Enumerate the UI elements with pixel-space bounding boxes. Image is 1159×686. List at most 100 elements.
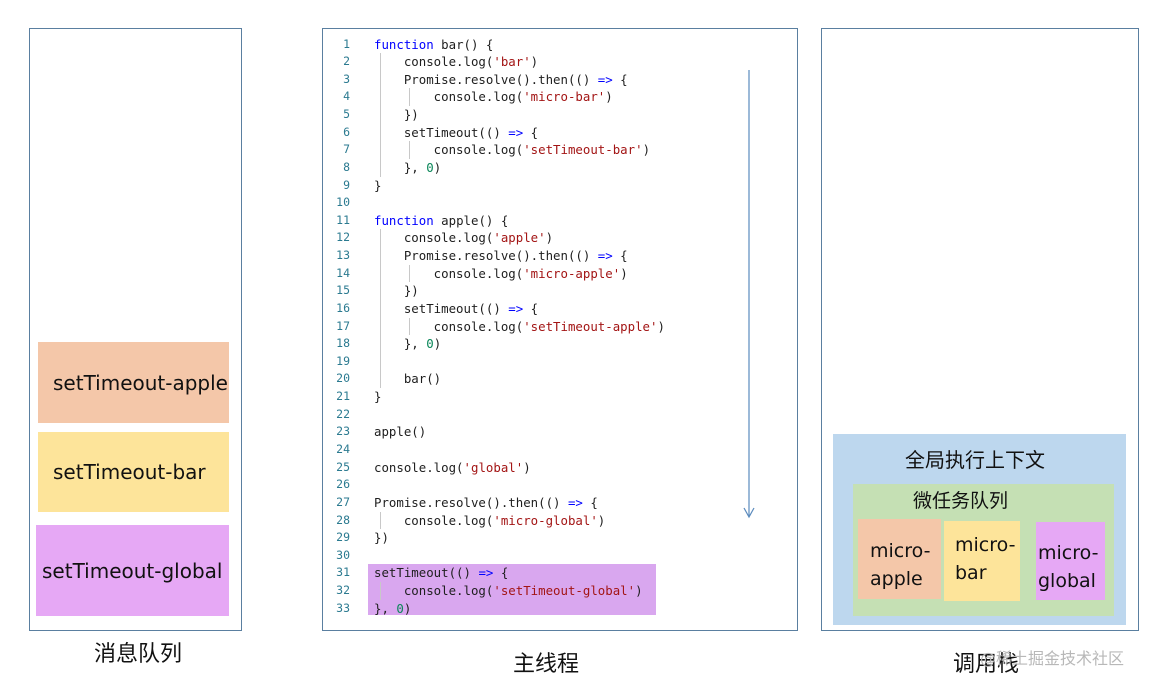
code-text: function bar() { bbox=[374, 36, 494, 52]
microtask-label-line: apple bbox=[870, 568, 923, 590]
code-line: 4 console.log('micro-bar') bbox=[322, 88, 798, 106]
queue-task-settimeout-apple: setTimeout-apple bbox=[38, 342, 229, 423]
line-number: 19 bbox=[336, 353, 350, 368]
code-text: }, 0) bbox=[374, 159, 442, 175]
code-text: }, 0) bbox=[374, 600, 412, 616]
main-thread-code-panel bbox=[322, 28, 798, 631]
microtask-micro-bar: micro-bar bbox=[944, 521, 1020, 601]
code-line: 21} bbox=[322, 388, 798, 406]
line-number: 8 bbox=[343, 159, 350, 174]
code-line: 16 setTimeout(() => { bbox=[322, 300, 798, 318]
code-line: 10 bbox=[322, 194, 798, 212]
code-text: console.log('micro-global') bbox=[374, 512, 606, 528]
code-text: }) bbox=[374, 107, 419, 123]
microtask-label-line: micro- bbox=[955, 534, 1016, 556]
code-line: 20 bar() bbox=[322, 370, 798, 388]
code-text: apple() bbox=[374, 424, 427, 440]
microtask-label-line: bar bbox=[955, 562, 987, 584]
line-number: 33 bbox=[336, 600, 350, 615]
line-number: 31 bbox=[336, 565, 350, 580]
line-number: 24 bbox=[336, 441, 350, 456]
code-line: 19 bbox=[322, 353, 798, 371]
code-line: 12 console.log('apple') bbox=[322, 229, 798, 247]
code-text: console.log('global') bbox=[374, 459, 531, 475]
code-line: 29}) bbox=[322, 529, 798, 547]
code-line: 24 bbox=[322, 441, 798, 459]
line-number: 5 bbox=[343, 107, 350, 122]
code-text: Promise.resolve().then(() => { bbox=[374, 71, 628, 87]
code-line: 31 setTimeout(() => { bbox=[322, 564, 798, 582]
task-label: setTimeout-global bbox=[42, 558, 223, 583]
line-number: 12 bbox=[336, 230, 350, 245]
caption-message-queue: 消息队列 bbox=[94, 642, 183, 667]
line-number: 25 bbox=[336, 459, 350, 474]
line-number: 4 bbox=[343, 89, 350, 104]
line-number: 29 bbox=[336, 530, 350, 545]
code-text: }, 0) bbox=[374, 336, 442, 352]
code-text: console.log('bar') bbox=[374, 54, 539, 70]
code-text: console.log('setTimeout-bar') bbox=[374, 142, 651, 158]
code-line: 2 console.log('bar') bbox=[322, 53, 798, 71]
microtask-label-line: micro- bbox=[1038, 542, 1099, 564]
indent-guide bbox=[409, 141, 410, 159]
code-text: Promise.resolve().then(() => { bbox=[374, 248, 628, 264]
code-text: } bbox=[374, 389, 382, 405]
code-text: }) bbox=[374, 530, 389, 546]
code-line: 14 console.log('micro-apple') bbox=[322, 265, 798, 283]
execution-context-label: 全局执行上下文 bbox=[905, 448, 1045, 472]
line-number: 23 bbox=[336, 424, 350, 439]
caption-call-stack: 调用栈 bbox=[953, 652, 1020, 677]
indent-guide bbox=[380, 229, 381, 389]
code-text: setTimeout(() => { bbox=[374, 565, 509, 581]
caption-main-thread: 主线程 bbox=[513, 652, 580, 677]
microtask-micro-apple: micro-apple bbox=[858, 519, 941, 599]
line-number: 22 bbox=[336, 406, 350, 421]
code-line: 26 bbox=[322, 476, 798, 494]
code-text: console.log('micro-bar') bbox=[374, 89, 613, 105]
line-number: 16 bbox=[336, 300, 350, 315]
line-number: 6 bbox=[343, 124, 350, 139]
down-arrow-icon bbox=[743, 70, 755, 519]
queue-task-settimeout-bar: setTimeout-bar bbox=[38, 432, 229, 512]
code-line: 30 bbox=[322, 547, 798, 565]
microtask-queue-label: 微任务队列 bbox=[913, 490, 1009, 512]
line-number: 7 bbox=[343, 142, 350, 157]
queue-task-settimeout-global: setTimeout-global bbox=[36, 525, 229, 616]
indent-guide bbox=[380, 582, 381, 600]
code-line: 9} bbox=[322, 177, 798, 195]
watermark: @稀土掘金技术社区 bbox=[980, 649, 1125, 668]
task-label: setTimeout-apple bbox=[53, 370, 228, 395]
code-line: 18 }, 0) bbox=[322, 335, 798, 353]
line-number: 28 bbox=[336, 512, 350, 527]
code-line: 22 bbox=[322, 406, 798, 424]
line-number: 15 bbox=[336, 283, 350, 298]
line-number: 26 bbox=[336, 477, 350, 492]
code-text: console.log('micro-apple') bbox=[374, 265, 628, 281]
code-line: 33 }, 0) bbox=[322, 600, 798, 618]
code-line: 6 setTimeout(() => { bbox=[322, 124, 798, 142]
code-text: setTimeout(() => { bbox=[374, 124, 539, 140]
line-number: 9 bbox=[343, 177, 350, 192]
code-line: 8 }, 0) bbox=[322, 159, 798, 177]
code-text: function apple() { bbox=[374, 212, 509, 228]
indent-guide bbox=[409, 264, 410, 283]
line-number: 13 bbox=[336, 248, 350, 263]
code-line: 1 function bar() { bbox=[322, 36, 798, 54]
indent-guide bbox=[409, 88, 410, 106]
code-line: 32 console.log('setTimeout-global') bbox=[322, 582, 798, 600]
line-number: 32 bbox=[336, 583, 350, 598]
microtask-micro-global: micro-global bbox=[1036, 522, 1105, 600]
microtask-label-line: global bbox=[1038, 570, 1096, 592]
line-number: 21 bbox=[336, 389, 350, 404]
line-number: 2 bbox=[343, 54, 350, 69]
code-text: setTimeout(() => { bbox=[374, 300, 539, 316]
indent-guide bbox=[380, 511, 381, 530]
code-text: Promise.resolve().then(() => { bbox=[374, 494, 598, 510]
line-number: 1 bbox=[343, 36, 350, 51]
microtask-label-line: micro- bbox=[870, 540, 931, 562]
line-number: 17 bbox=[336, 318, 350, 333]
code-line: 15 }) bbox=[322, 282, 798, 300]
code-text: console.log('setTimeout-global') bbox=[374, 583, 643, 599]
